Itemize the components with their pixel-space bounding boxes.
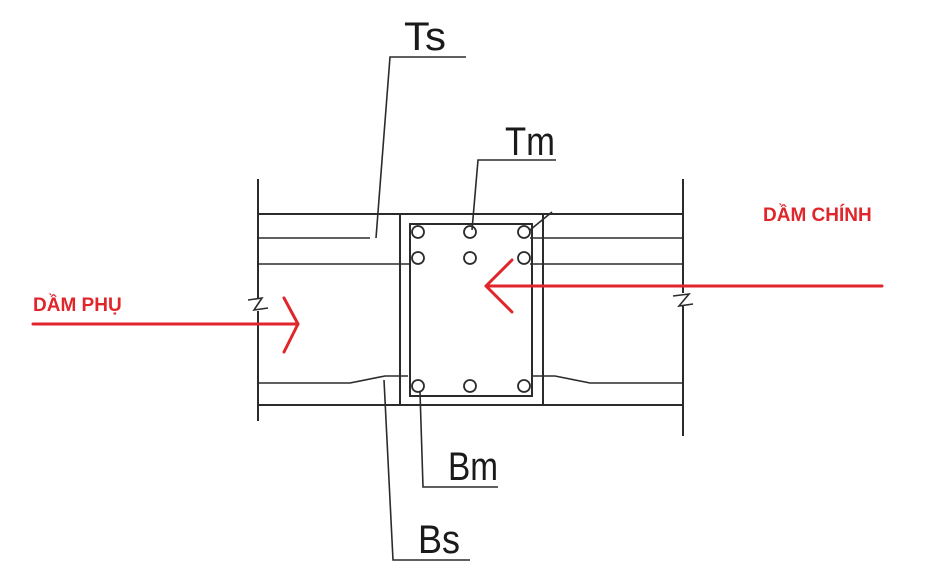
ts-leader	[375, 56, 466, 239]
break-mark-left	[247, 296, 269, 312]
bm-leader	[419, 391, 498, 488]
beam-outline	[247, 179, 694, 436]
bottom-main-bars	[411, 379, 531, 393]
bm-label: Bm	[448, 445, 498, 489]
tm-leader	[471, 159, 556, 231]
secondary-beam-label: DẦM PHỤ	[33, 294, 122, 316]
main-bar-pointer	[529, 211, 553, 231]
top-main-bars	[411, 225, 531, 265]
ts-label: Ts	[404, 15, 446, 59]
break-mark-right	[672, 292, 694, 308]
leader-lines	[375, 56, 556, 561]
main-beam-stirrup	[409, 223, 533, 397]
bs-leader	[383, 379, 470, 561]
tm-label: Tm	[505, 120, 555, 164]
main-beam-label: DẦM CHÍNH	[763, 204, 872, 226]
main-beam-arrow	[484, 258, 884, 314]
secondary-beam-arrow	[31, 296, 300, 354]
bs-label: Bs	[418, 518, 460, 562]
